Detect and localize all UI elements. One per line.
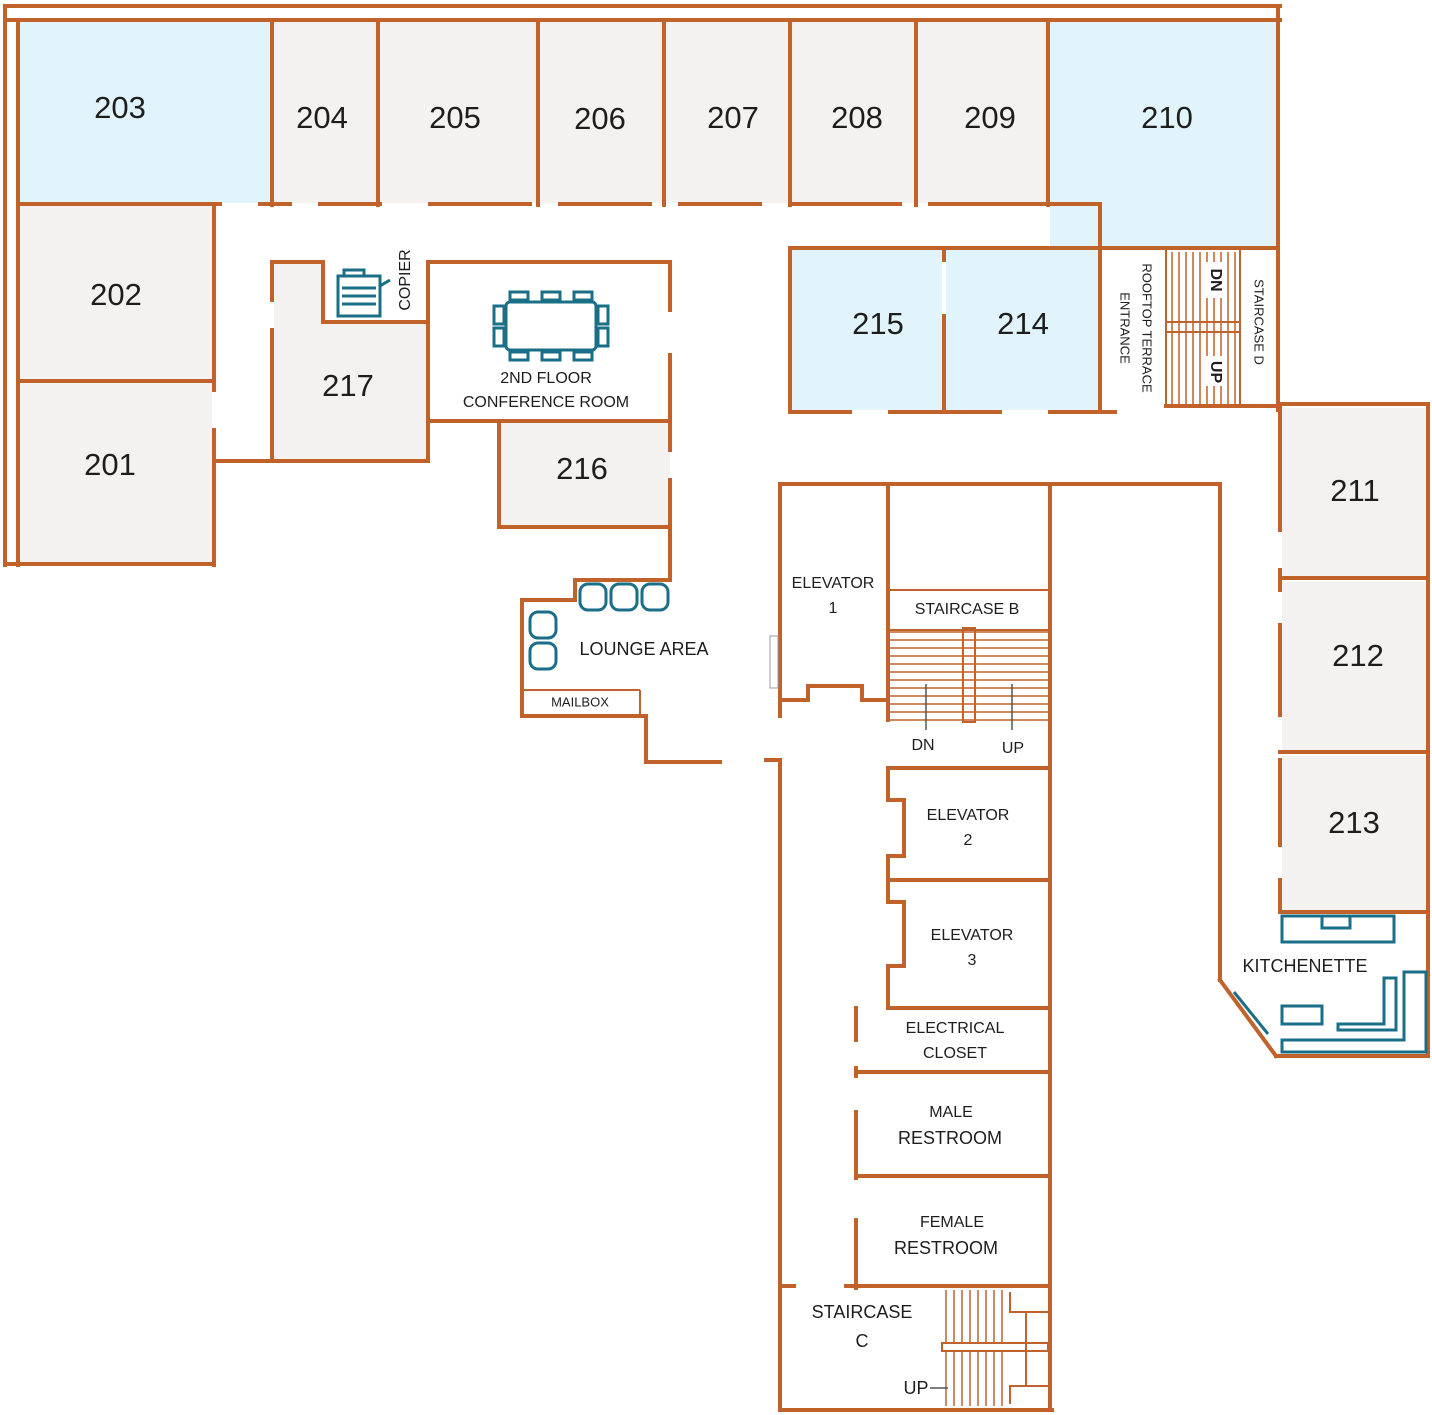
- svg-text:211: 211: [1330, 473, 1379, 508]
- svg-text:UP: UP: [1207, 361, 1224, 384]
- svg-text:ROOFTOP TERRACE: ROOFTOP TERRACE: [1140, 263, 1155, 393]
- kitchenette-walls: [1217, 482, 1430, 1059]
- mailbox-label: MAILBOX: [551, 694, 609, 709]
- right-column-walls: [1276, 402, 1430, 1058]
- kitchenette[interactable]: KITCHENETTE: [1242, 956, 1367, 976]
- restrooms-walls: [778, 1006, 1052, 1290]
- room-214[interactable]: 214: [946, 250, 1098, 410]
- svg-text:214: 214: [997, 306, 1049, 341]
- svg-text:204: 204: [296, 100, 348, 135]
- male-restroom[interactable]: MALE RESTROOM: [898, 1104, 1002, 1148]
- copier-label: COPIER: [397, 249, 414, 310]
- svg-text:UP: UP: [903, 1378, 928, 1398]
- elevators-2-3-walls: [886, 766, 1052, 1010]
- room-209[interactable]: 209: [918, 20, 1048, 203]
- room-202[interactable]: 202: [20, 206, 212, 381]
- staircase-d[interactable]: DN UP STAIRCASE D: [1165, 252, 1267, 404]
- room-206[interactable]: 206: [540, 20, 664, 203]
- female-restroom[interactable]: FEMALE RESTROOM: [894, 1214, 998, 1258]
- svg-text:LOUNGE AREA: LOUNGE AREA: [579, 639, 708, 659]
- staircase-b[interactable]: STAIRCASE B DN UP: [890, 601, 1050, 757]
- svg-text:215: 215: [852, 306, 904, 341]
- svg-text:209: 209: [964, 100, 1016, 135]
- rooftop-terrace-entrance[interactable]: ROOFTOP TERRACE ENTRANCE: [1118, 263, 1155, 393]
- top-row-walls: [18, 4, 1280, 412]
- svg-text:213: 213: [1328, 805, 1380, 840]
- svg-text:208: 208: [831, 100, 883, 135]
- svg-text:210: 210: [1141, 100, 1193, 135]
- svg-text:3: 3: [968, 952, 977, 969]
- svg-text:202: 202: [90, 277, 142, 312]
- elevator-3[interactable]: ELEVATOR 3: [931, 927, 1014, 969]
- svg-text:206: 206: [574, 101, 626, 136]
- kitchen-counters-icon: [1232, 914, 1428, 1054]
- svg-text:ELEVATOR: ELEVATOR: [931, 927, 1014, 944]
- svg-text:UP: UP: [1002, 740, 1024, 757]
- elevator-2[interactable]: ELEVATOR 2: [927, 807, 1010, 849]
- svg-text:2: 2: [964, 832, 973, 849]
- svg-text:ENTRANCE: ENTRANCE: [1118, 292, 1133, 364]
- svg-text:201: 201: [84, 447, 136, 482]
- staircase-b-walls: [888, 589, 1050, 631]
- room-212[interactable]: 212: [1282, 582, 1426, 750]
- svg-text:216: 216: [556, 451, 608, 486]
- room-207[interactable]: 207: [666, 20, 790, 203]
- room-216-walls: [497, 419, 672, 582]
- svg-text:MALE: MALE: [929, 1104, 973, 1121]
- left-walls: [3, 202, 274, 567]
- room-217-walls: [270, 260, 430, 463]
- elevator-1-walls: [769, 482, 890, 722]
- room-205[interactable]: 205: [380, 20, 538, 203]
- svg-text:203: 203: [94, 90, 146, 125]
- top-exterior-wall: [3, 4, 1282, 567]
- svg-text:STAIRCASE B: STAIRCASE B: [915, 601, 1020, 618]
- room-210[interactable]: 210: [1050, 20, 1278, 246]
- room-211[interactable]: 211: [1282, 408, 1426, 576]
- svg-text:STAIRCASE: STAIRCASE: [812, 1302, 913, 1322]
- room-203[interactable]: 203: [20, 20, 272, 203]
- lounge-walls: [520, 578, 722, 764]
- svg-text:2ND FLOOR: 2ND FLOOR: [500, 370, 592, 387]
- staircase-c[interactable]: STAIRCASE C UP: [812, 1290, 1050, 1406]
- staircase-d-walls: [1098, 246, 1280, 408]
- elevator-1[interactable]: ELEVATOR 1: [792, 575, 875, 617]
- svg-text:1: 1: [829, 600, 838, 617]
- svg-text:KITCHENETTE: KITCHENETTE: [1242, 956, 1367, 976]
- room-215[interactable]: 215: [792, 250, 942, 410]
- conference-table-icon: [492, 290, 610, 362]
- svg-text:217: 217: [322, 368, 374, 403]
- svg-text:CLOSET: CLOSET: [923, 1045, 987, 1062]
- svg-text:FEMALE: FEMALE: [920, 1214, 984, 1231]
- svg-text:ELECTRICAL: ELECTRICAL: [906, 1020, 1005, 1037]
- conference-room[interactable]: 2ND FLOOR CONFERENCE ROOM: [430, 264, 670, 420]
- lounge-area[interactable]: LOUNGE AREA: [579, 639, 708, 659]
- svg-text:ELEVATOR: ELEVATOR: [792, 575, 875, 592]
- svg-text:205: 205: [429, 100, 481, 135]
- copier-icon: [336, 268, 391, 318]
- conference-room-walls: [426, 260, 672, 423]
- svg-text:207: 207: [707, 100, 759, 135]
- svg-text:STAIRCASE D: STAIRCASE D: [1252, 279, 1267, 365]
- room-213[interactable]: 213: [1282, 756, 1426, 910]
- room-201[interactable]: 201: [20, 383, 212, 563]
- room-216[interactable]: 216: [500, 423, 670, 525]
- svg-text:CONFERENCE ROOM: CONFERENCE ROOM: [463, 394, 629, 411]
- svg-text:212: 212: [1332, 638, 1384, 673]
- svg-text:RESTROOM: RESTROOM: [898, 1128, 1002, 1148]
- core-outer-walls: [764, 482, 1222, 1412]
- svg-text:C: C: [856, 1331, 869, 1351]
- svg-text:DN: DN: [1207, 268, 1224, 291]
- rooms-214-215-walls: [788, 246, 1117, 414]
- svg-text:ELEVATOR: ELEVATOR: [927, 807, 1010, 824]
- lounge-chairs-icon: [528, 582, 670, 671]
- electrical-closet[interactable]: ELECTRICAL CLOSET: [906, 1020, 1005, 1062]
- svg-text:RESTROOM: RESTROOM: [894, 1238, 998, 1258]
- room-204[interactable]: 204: [274, 20, 378, 203]
- room-208[interactable]: 208: [792, 20, 916, 203]
- svg-text:DN: DN: [911, 737, 934, 754]
